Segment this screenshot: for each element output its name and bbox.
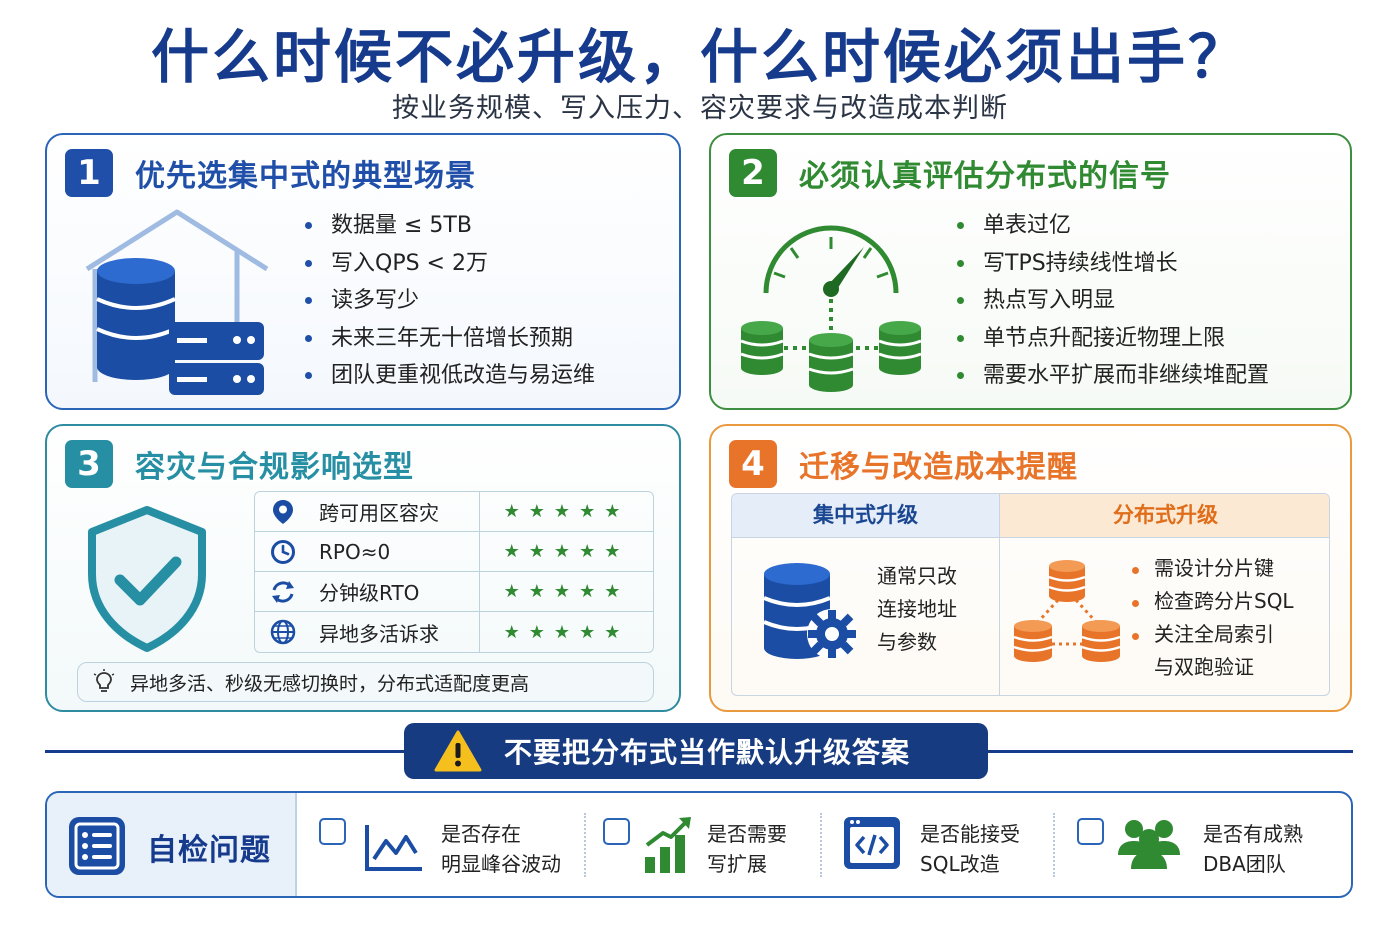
checklist-item[interactable]: 是否存在 明显峰谷波动 (319, 793, 579, 896)
gauge-databases-icon (740, 225, 922, 392)
line-chart-icon (365, 825, 422, 871)
banner-text: 不要把分布式当作默认升级答案 (504, 736, 911, 769)
table-row: 分钟级RTO ★★★★★ (255, 572, 653, 612)
globe-icon (269, 618, 297, 646)
database-gear-icon (763, 563, 857, 659)
panel-migration-cost: 4 迁移与改造成本提醒 集中式升级 分布式升级 (709, 424, 1352, 712)
rating-stars: ★★★★★ (503, 621, 630, 643)
panel-number: 3 (65, 440, 113, 488)
row-label: 跨可用区容灾 (319, 501, 439, 525)
database-house-icon (85, 209, 269, 395)
list-item: 需要水平扩展而非继续堆配置 (957, 357, 1269, 395)
panel-title: 必须认真评估分布式的信号 (799, 159, 1171, 194)
lightbulb-icon (92, 669, 116, 695)
table-row: 异地多活诉求 ★★★★★ (255, 612, 653, 652)
list-item: 读多写少 (305, 282, 595, 320)
checklist-item-label: 是否需要 写扩展 (707, 822, 787, 876)
list-item: 团队更重视低改造与易运维 (305, 357, 595, 395)
checkbox[interactable] (603, 818, 630, 845)
panel-number: 1 (65, 149, 113, 197)
self-check-header: 自检问题 (47, 793, 297, 896)
panel-title: 优先选集中式的典型场景 (135, 159, 476, 194)
panel-number: 2 (729, 149, 777, 197)
centralized-upgrade-note: 通常只改 连接地址 与参数 (877, 564, 957, 654)
growth-bars-icon (645, 817, 691, 873)
row-label: 异地多活诉求 (319, 621, 439, 646)
refresh-icon (269, 578, 297, 606)
row-label: 分钟级RTO (319, 581, 420, 605)
checklist-item[interactable]: 是否能接受 SQL改造 (842, 793, 1082, 896)
distributed-upgrade-list: 需设计分片键 检查跨分片SQL 关注全局索引 (1132, 552, 1294, 651)
panel-centralized-scenarios: 1 优先选集中式的典型场景 数据量 ≤ 5TB 写入QPS < 2万 读多写少 … (45, 133, 681, 410)
page-title: 什么时候不必升级，什么时候必须出手？ (150, 23, 1249, 91)
distributed-upgrade-continuation: 与双跑验证 (1154, 655, 1254, 679)
separator (584, 813, 586, 877)
rating-stars: ★★★★★ (503, 501, 630, 522)
code-icon (844, 817, 900, 869)
distributed-databases-icon (1013, 560, 1121, 662)
list-item: 检查跨分片SQL (1132, 585, 1294, 618)
checklist-item[interactable]: 是否有成熟 DBA团队 (1077, 793, 1347, 896)
table-row: RPO≈0 ★★★★★ (255, 532, 653, 572)
separator (820, 813, 822, 877)
checklist-icon (69, 817, 125, 875)
warning-icon (434, 730, 482, 772)
self-check-title: 自检问题 (147, 833, 271, 868)
divider-right (987, 750, 1353, 753)
checkbox[interactable] (1077, 818, 1104, 845)
shield-check-icon (88, 506, 206, 652)
panel-title: 容灾与合规影响选型 (135, 450, 414, 485)
disaster-recovery-table: 跨可用区容灾 ★★★★★ RPO≈0 ★★★★★ 分钟级RTO ★★★★★ 异地… (254, 491, 654, 653)
list-item: 数据量 ≤ 5TB (305, 207, 595, 245)
list-item: 单节点升配接近物理上限 (957, 320, 1269, 358)
panel-title: 迁移与改造成本提醒 (799, 450, 1078, 485)
panel-number: 4 (729, 440, 777, 488)
list-item: 热点写入明显 (957, 282, 1269, 320)
centralized-criteria-list: 数据量 ≤ 5TB 写入QPS < 2万 读多写少 未来三年无十倍增长预期 团队… (305, 207, 595, 395)
list-item: 未来三年无十倍增长预期 (305, 320, 595, 358)
tip-box: 异地多活、秒级无感切换时，分布式适配度更高 (77, 662, 654, 702)
list-item: 关注全局索引 (1132, 618, 1294, 651)
clock-icon (269, 538, 297, 566)
list-item: 写TPS持续线性增长 (957, 245, 1269, 283)
warning-banner: 不要把分布式当作默认升级答案 (404, 723, 988, 779)
distributed-signal-list: 单表过亿 写TPS持续线性增长 热点写入明显 单节点升配接近物理上限 需要水平扩… (957, 207, 1269, 395)
list-item: 需设计分片键 (1132, 552, 1294, 585)
team-icon (1118, 820, 1180, 869)
distributed-upgrade-header: 分布式升级 (1000, 494, 1329, 537)
row-label: RPO≈0 (319, 539, 391, 564)
tip-text: 异地多活、秒级无感切换时，分布式适配度更高 (130, 672, 530, 695)
location-pin-icon (269, 498, 297, 526)
separator (1053, 813, 1055, 877)
checklist-item-label: 是否有成熟 DBA团队 (1203, 822, 1303, 876)
self-check-section: 自检问题 是否存在 明显峰谷波动 是否需要 写扩展 (45, 791, 1353, 898)
checkbox[interactable] (319, 818, 346, 845)
checklist-item[interactable]: 是否需要 写扩展 (603, 793, 843, 896)
list-item: 写入QPS < 2万 (305, 245, 595, 283)
divider-left (45, 750, 405, 753)
checklist-item-label: 是否能接受 SQL改造 (920, 822, 1020, 876)
rating-stars: ★★★★★ (503, 581, 630, 602)
checklist-item-label: 是否存在 明显峰谷波动 (441, 822, 561, 876)
centralized-upgrade-body: 通常只改 连接地址 与参数 (732, 537, 1000, 695)
rating-stars: ★★★★★ (503, 541, 630, 562)
distributed-upgrade-body: 需设计分片键 检查跨分片SQL 关注全局索引 与双跑验证 (1000, 537, 1329, 695)
panel-distributed-signals: 2 必须认真评估分布式的信号 单表过亿 写TPS持续线性增长 热点写入明显 单 (709, 133, 1352, 410)
page-subtitle: 按业务规模、写入压力、容灾要求与改造成本判断 (392, 93, 1008, 124)
upgrade-comparison: 集中式升级 分布式升级 (731, 493, 1330, 696)
centralized-upgrade-header: 集中式升级 (732, 494, 1000, 537)
list-item: 单表过亿 (957, 207, 1269, 245)
panel-disaster-recovery: 3 容灾与合规影响选型 跨可用区容灾 ★★★★★ RPO≈0 ★★★★★ 分钟级… (45, 424, 681, 712)
table-row: 跨可用区容灾 ★★★★★ (255, 492, 653, 532)
